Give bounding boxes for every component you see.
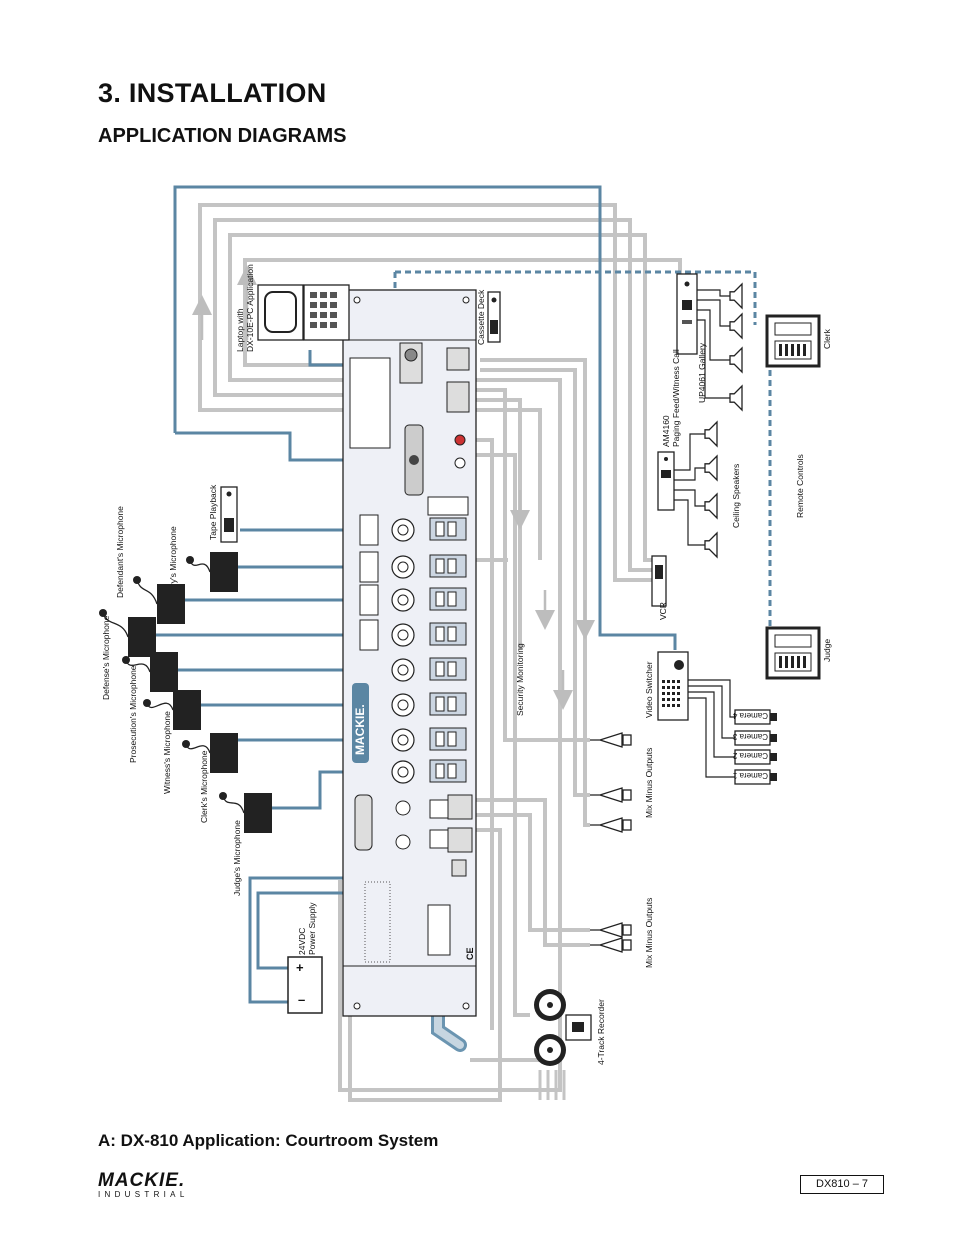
- up4061-amp: [676, 273, 698, 355]
- gallery-speaker-2: [729, 312, 743, 340]
- security-label: Security Monitoring: [515, 643, 525, 716]
- page-title: 3. INSTALLATION: [98, 78, 327, 108]
- channel-strip-3: [359, 584, 467, 616]
- channel-strip-1: [359, 514, 467, 546]
- logo-top: MACKIE.: [98, 1170, 186, 1191]
- ceiling-speaker-3: [704, 492, 718, 520]
- dx810-mixer: [342, 289, 477, 1017]
- gallery-speaker-1: [729, 282, 743, 310]
- paging-label: AM4160Paging Feed/Witness Call: [661, 349, 681, 447]
- remote-controls-label: Remote Controls: [795, 454, 805, 518]
- svg-text:–: –: [298, 992, 305, 1007]
- mic-label-clerk_mic: Clerk's Microphone: [199, 750, 209, 823]
- ceiling-speaker-1: [704, 420, 718, 448]
- vcr-label: VCR: [658, 602, 668, 620]
- camera-1-label: Camera 1: [732, 771, 768, 780]
- mic-defendant: Defendant's Microphone: [115, 506, 185, 624]
- gallery-speakers: [729, 282, 743, 412]
- mic-jury: Jury's Microphone: [168, 526, 238, 595]
- judge-remote-label: Judge: [822, 639, 832, 662]
- page-number: DX810 – 7: [800, 1175, 884, 1194]
- mix-minus-speakers: [590, 732, 632, 953]
- clerk-remote: [765, 314, 821, 368]
- figure-caption: A: DX-810 Application: Courtroom System: [98, 1131, 439, 1150]
- gallery-label: UP4061 Gallery: [697, 342, 707, 403]
- recorder-label: 4-Track Recorder: [596, 999, 606, 1065]
- mackie-industrial-logo: MACKIE. INDUSTRIAL: [98, 1170, 210, 1199]
- mic-witness: Witness's Microphone: [143, 690, 201, 794]
- ceiling-speaker-4: [704, 531, 718, 559]
- power-supply: + –: [287, 956, 323, 1014]
- camera-2: Camera 2: [732, 749, 777, 765]
- vcr: [651, 555, 667, 607]
- ceiling-speaker-2: [704, 454, 718, 482]
- ceiling-label: Ceiling Speakers: [731, 464, 741, 528]
- gallery-speaker-3: [729, 346, 743, 374]
- mix-minus-speaker-4: [590, 922, 632, 938]
- mic-label-defendant: Defendant's Microphone: [115, 506, 125, 598]
- video-switcher: [657, 651, 689, 721]
- gray-cables: [198, 203, 682, 1102]
- laptop: [257, 284, 350, 341]
- microphones: Jury's Microphone Defendant's MicrophoneD…: [99, 506, 272, 896]
- mixminus-label-1: Mix Minus Outputs: [644, 748, 654, 818]
- four-track-recorder: [534, 989, 592, 1100]
- channel-strip-5: [391, 657, 467, 682]
- svg-text:+: +: [296, 960, 304, 975]
- channel-strip-7: [391, 727, 467, 752]
- camera-4-label: Camera 4: [732, 711, 768, 720]
- mic-label-defense: Defense's Microphone: [101, 615, 111, 700]
- mic-prosecution: Prosecution's Microphone: [122, 652, 178, 763]
- channel-strip-8: [391, 759, 467, 784]
- cassette-label: Cassette Deck: [476, 289, 486, 345]
- tape-playback: [220, 486, 238, 543]
- camera-4: Camera 4: [732, 709, 777, 725]
- section-title: APPLICATION DIAGRAMS: [98, 125, 347, 147]
- channel-strip-2: [359, 551, 467, 583]
- ceiling-speakers: [704, 420, 718, 559]
- camera-3: Camera 3: [732, 730, 777, 746]
- gallery-speaker-4: [729, 384, 743, 412]
- mix-minus-speaker-1: [590, 732, 632, 748]
- mixer-logo: MACKIE.: [352, 683, 369, 763]
- mix-minus-speaker-2: [590, 787, 632, 803]
- am4160-amp: [657, 451, 675, 511]
- camera-3-label: Camera 3: [732, 732, 768, 741]
- svg-text:MACKIE.: MACKIE.: [353, 704, 367, 755]
- mic-clerk: Clerk's Microphone: [182, 733, 238, 823]
- channel-strip-6: [391, 692, 467, 717]
- mix-minus-speaker-5: [590, 937, 632, 953]
- mixer-channels: [359, 514, 467, 784]
- mic-judge: Judge's Microphone: [219, 792, 272, 896]
- channel-strip-4: [359, 619, 467, 651]
- camera-1: Camera 1: [732, 769, 777, 785]
- mic-label-witness: Witness's Microphone: [162, 711, 172, 794]
- svg-text:CE: CE: [465, 947, 475, 960]
- mic-defense: Defense's Microphone: [99, 609, 156, 700]
- mic-label-judge_mic: Judge's Microphone: [232, 820, 242, 896]
- mix-minus-speaker-3: [590, 817, 632, 833]
- switcher-label: Video Switcher: [644, 661, 654, 718]
- laptop-label: Laptop withDX-10E-PC Application: [235, 264, 255, 352]
- clerk-remote-label: Clerk: [822, 328, 832, 349]
- judge-remote: [765, 626, 821, 680]
- camera-2-label: Camera 2: [732, 751, 768, 760]
- mixer-lower-panel: CE: [354, 794, 475, 963]
- cassette-deck: [487, 291, 501, 343]
- tape-label: Tape Playback: [208, 484, 218, 540]
- mic-label-prosecution: Prosecution's Microphone: [128, 665, 138, 763]
- mic-label-jury: Jury's Microphone: [168, 526, 178, 595]
- power-label: 24VDCPower Supply: [297, 902, 317, 955]
- mixminus-label-2: Mix Minus Outputs: [644, 898, 654, 968]
- logo-bottom: INDUSTRIAL: [98, 1190, 189, 1199]
